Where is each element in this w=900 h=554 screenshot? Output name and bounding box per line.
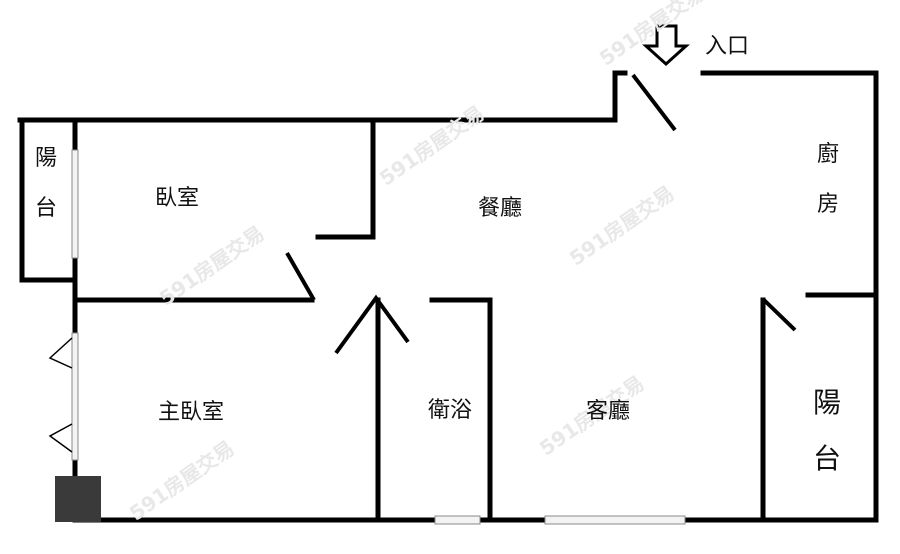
balcony-right-label: 陽台 bbox=[813, 386, 842, 475]
up-arrow-icon bbox=[334, 294, 410, 355]
entrance-arrow-icon bbox=[642, 24, 690, 67]
bedroom-partition bbox=[315, 117, 376, 240]
bathroom-right-wall bbox=[429, 297, 493, 523]
window-sash-2 bbox=[48, 423, 73, 453]
bathroom-label: 衛浴 bbox=[428, 398, 473, 423]
living-label: 客廳 bbox=[586, 399, 631, 424]
column bbox=[55, 476, 101, 522]
entrance-label: 入口 bbox=[705, 34, 750, 59]
balcony-left-label: 陽台 bbox=[34, 146, 57, 221]
bedroom-label: 臥室 bbox=[155, 186, 200, 211]
top-right-wall bbox=[700, 70, 879, 523]
window-sash-1 bbox=[48, 337, 73, 369]
kitchen-label: 廚房 bbox=[816, 142, 839, 217]
entry-door bbox=[631, 73, 677, 132]
entry-jamb bbox=[612, 70, 628, 123]
balcony-door bbox=[762, 298, 797, 332]
bedroom-door bbox=[285, 252, 316, 301]
dining-label: 餐廳 bbox=[478, 196, 523, 221]
master-bedroom-label: 主臥室 bbox=[158, 400, 225, 425]
